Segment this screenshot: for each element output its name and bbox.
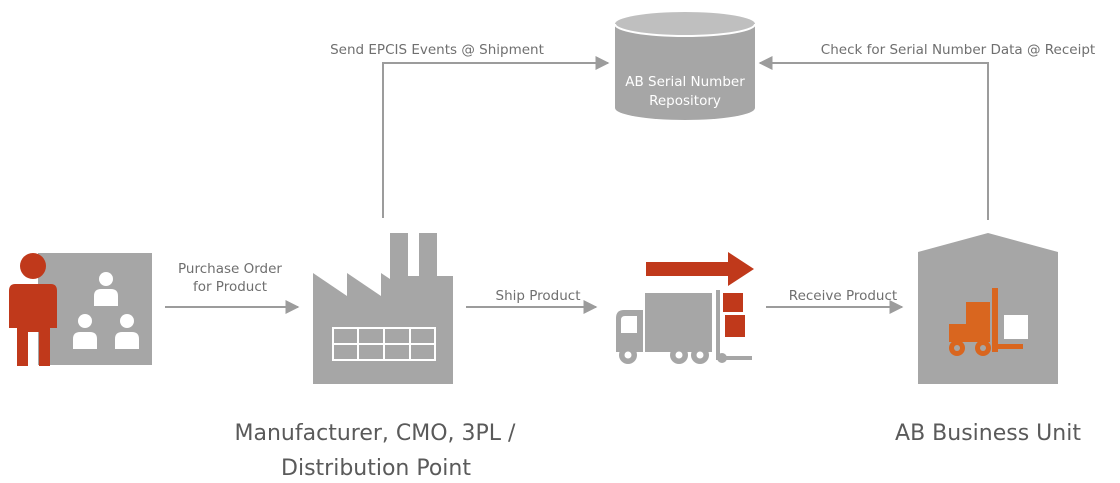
serial-number-repository: AB Serial Number Repository [614, 12, 756, 120]
purchase-order-label-line2: for Product [193, 279, 267, 295]
direction-arrow-icon [646, 252, 754, 286]
person-icon [9, 253, 57, 366]
send-events-connector [382, 56, 610, 218]
manufacturer-label-line2: Distribution Point [281, 456, 471, 481]
send-events-label: Send EPCIS Events @ Shipment [330, 42, 544, 58]
repository-cylinder-icon [615, 24, 755, 120]
warehouse-icon [918, 233, 1058, 384]
customer-group [9, 253, 152, 366]
manufacturer-label-line1: Manufacturer, CMO, 3PL / [235, 421, 517, 446]
business-unit-label: AB Business Unit [895, 421, 1081, 446]
delivery-truck-icon [616, 252, 754, 364]
repository-label-line2: Repository [649, 93, 721, 109]
ship-product-label: Ship Product [496, 288, 581, 304]
factory-icon [313, 233, 453, 384]
check-data-connector [758, 56, 989, 220]
receive-product-label: Receive Product [789, 288, 897, 304]
forklift-icon [949, 288, 1028, 356]
hand-truck-icon [716, 290, 752, 363]
repository-cylinder-rim [614, 23, 756, 37]
factory-windows [332, 327, 436, 361]
repository-cylinder-top [615, 12, 755, 36]
team-icon [73, 272, 139, 349]
check-data-label: Check for Serial Number Data @ Receipt [821, 42, 1095, 58]
purchase-order-label-line1: Purchase Order [178, 261, 282, 277]
repository-label-line1: AB Serial Number [625, 74, 745, 90]
